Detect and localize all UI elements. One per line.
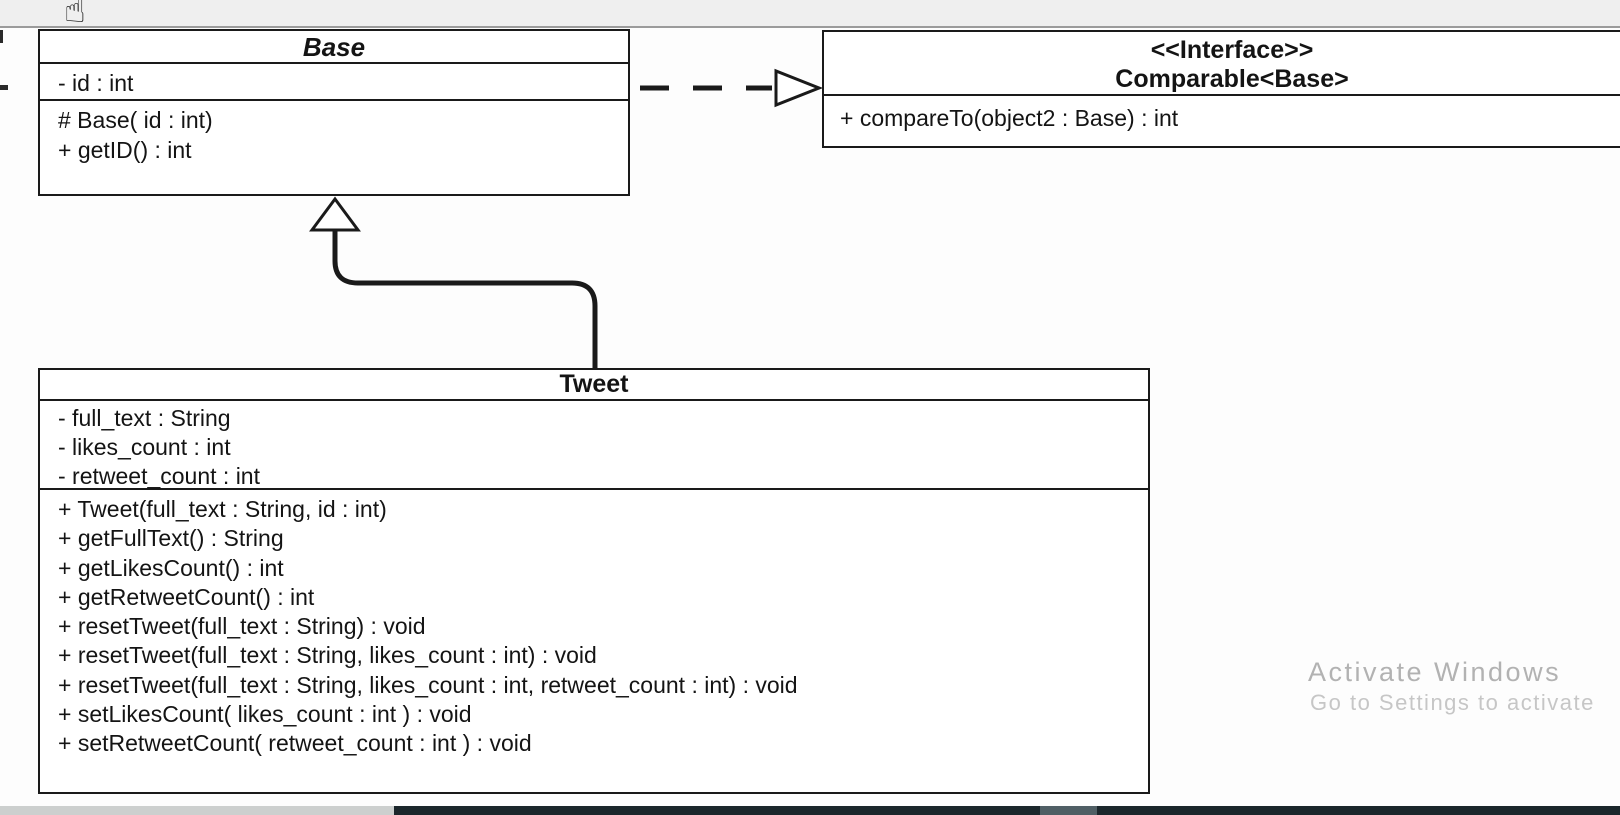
class-attributes-base: - id : int	[40, 64, 628, 101]
method: + getFullText() : String	[58, 525, 284, 552]
method: + getID() : int	[58, 137, 192, 163]
realization-arrowhead	[774, 68, 824, 108]
attribute: - id : int	[58, 70, 134, 96]
generalization-line	[332, 229, 598, 369]
interface-methods: + compareTo(object2 : Base) : int	[824, 96, 1620, 132]
canvas-edge-mark	[0, 30, 3, 43]
hand-cursor-icon: ☝	[64, 0, 86, 30]
generalization-arrowhead	[309, 196, 361, 232]
class-title-tweet: Tweet	[40, 370, 1148, 401]
scrollbar-track[interactable]	[394, 806, 1620, 815]
method: + getLikesCount() : int	[58, 554, 284, 581]
method: + resetTweet(full_text : String, likes_c…	[58, 671, 798, 698]
scrollbar-thumb[interactable]	[1040, 806, 1097, 815]
uml-class-base: Base - id : int # Base( id : int) + getI…	[38, 29, 630, 196]
method: + getRetweetCount() : int	[58, 583, 315, 610]
bottom-bar-gray-segment	[0, 806, 394, 815]
method: + setLikesCount( likes_count : int ) : v…	[58, 701, 472, 728]
method: + setRetweetCount( retweet_count : int )…	[58, 730, 532, 757]
attribute: - retweet_count : int	[58, 463, 260, 489]
class-methods-tweet: + Tweet(full_text : String, id : int) + …	[40, 490, 1148, 759]
method: + compareTo(object2 : Base) : int	[840, 105, 1179, 131]
class-methods-base: # Base( id : int) + getID() : int	[40, 101, 628, 165]
canvas-edge-mark	[0, 85, 8, 90]
method: + Tweet(full_text : String, id : int)	[58, 496, 387, 522]
class-title-base: Base	[40, 31, 628, 64]
method: # Base( id : int)	[58, 107, 213, 133]
attribute: - likes_count : int	[58, 434, 231, 460]
interface-stereotype: <<Interface>>	[1150, 36, 1314, 64]
bottom-bar	[0, 806, 1620, 815]
activate-windows-subtext: Go to Settings to activate	[1310, 690, 1595, 715]
interface-name: Comparable<Base>	[1115, 65, 1349, 93]
method: + resetTweet(full_text : String) : void	[58, 613, 426, 640]
uml-class-tweet: Tweet - full_text : String - likes_count…	[38, 368, 1150, 794]
attribute: - full_text : String	[58, 405, 231, 431]
method: + resetTweet(full_text : String, likes_c…	[58, 642, 597, 669]
top-strip	[0, 0, 1620, 28]
activate-windows-watermark: Activate Windows	[1308, 657, 1562, 687]
class-attributes-tweet: - full_text : String - likes_count : int…	[40, 401, 1148, 490]
interface-title: <<Interface>> Comparable<Base>	[824, 32, 1620, 96]
uml-interface-comparable: <<Interface>> Comparable<Base> + compare…	[822, 30, 1620, 148]
